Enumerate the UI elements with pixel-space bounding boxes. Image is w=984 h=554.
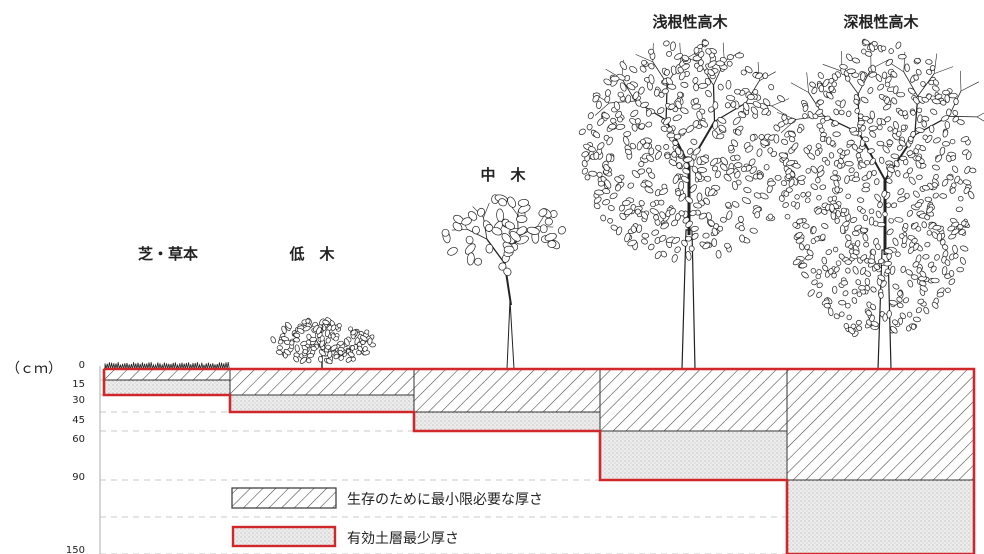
deep-root-tall-tree-illustration bbox=[776, 38, 984, 370]
depth-tick-label: 150 bbox=[66, 545, 85, 554]
effective-layer bbox=[230, 395, 414, 412]
depth-unit-label: （ｃｍ） bbox=[6, 361, 62, 377]
plant-label-grass: 芝・草本 bbox=[138, 245, 198, 263]
legend-swatch-survival bbox=[231, 487, 337, 509]
plant-label-shrub: 低 木 bbox=[288, 245, 335, 263]
plant-label-medium-tree: 中 木 bbox=[480, 166, 526, 184]
depth-tick-label: 30 bbox=[72, 395, 85, 406]
depth-axis: 0 15 30 45 60 90 150 bbox=[66, 360, 101, 554]
survival-layer bbox=[786, 368, 975, 481]
effective-layer bbox=[600, 431, 787, 480]
effective-layer bbox=[414, 412, 600, 431]
soil-layers bbox=[102, 367, 976, 554]
shrub-illustration bbox=[270, 317, 376, 368]
effective-depth-outline bbox=[102, 367, 976, 554]
depth-tick-label: 90 bbox=[72, 472, 85, 483]
survival-layer bbox=[229, 368, 415, 396]
depth-tick-label: 15 bbox=[72, 379, 85, 390]
effective-layer bbox=[104, 380, 230, 395]
depth-tick-label: 45 bbox=[72, 415, 85, 426]
medium-tree-illustration bbox=[441, 194, 566, 370]
depth-tick-label: 0 bbox=[79, 360, 85, 371]
survival-layer bbox=[599, 368, 788, 432]
survival-layer bbox=[413, 368, 601, 413]
legend: 生存のために最小限必要な厚さ 有効土層最少厚さ bbox=[231, 487, 543, 548]
shallow-root-tall-tree-illustration bbox=[578, 38, 798, 370]
effective-layer bbox=[787, 480, 974, 554]
grass-illustration bbox=[104, 362, 230, 371]
legend-label-effective: 有効土層最少厚さ bbox=[347, 531, 459, 547]
legend-label-survival: 生存のために最小限必要な厚さ bbox=[347, 492, 543, 508]
plant-label-deep-root-tall-tree: 深根性高木 bbox=[843, 13, 919, 31]
depth-tick-label: 60 bbox=[72, 434, 85, 445]
plant-label-shallow-root-tall-tree: 浅根性高木 bbox=[652, 13, 728, 31]
survival-layer bbox=[103, 368, 231, 381]
legend-swatch-effective bbox=[231, 525, 337, 548]
